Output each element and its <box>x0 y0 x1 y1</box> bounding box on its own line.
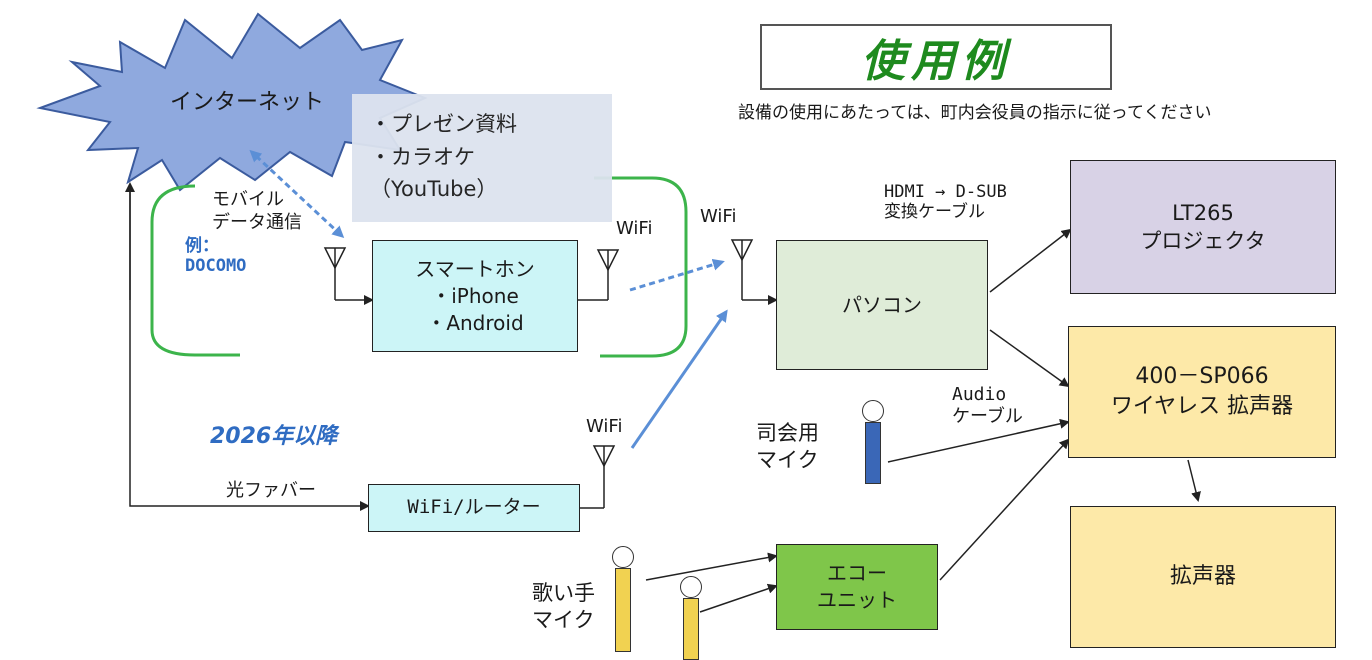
mobile-data-label-line-2: データ通信 <box>212 212 302 234</box>
smartphone-title: スマートホン <box>415 256 535 281</box>
carrier-example-line-1: 例： <box>185 236 219 256</box>
projector-model: LT265 <box>1172 200 1234 225</box>
singer-mic-label-line-2: マイク <box>532 608 595 633</box>
antenna-smartphone-in <box>323 247 347 300</box>
usage-note-line-1: ・プレゼン資料 <box>370 112 517 136</box>
mobile-data-label-line-1: モバイル <box>212 189 284 210</box>
singer-mic-label: 歌い手 マイク <box>532 580 595 635</box>
speaker-box: 拡声器 <box>1070 506 1336 648</box>
link-pc-to-wireless-speaker <box>989 329 1070 388</box>
link-singer1-to-echo <box>645 552 778 581</box>
antenna-pc <box>730 239 754 300</box>
wireless-speaker-model: 400－SP066 <box>1135 364 1269 390</box>
antenna-router <box>592 445 616 508</box>
projector-box: LT265 プロジェクタ <box>1070 160 1336 294</box>
singer-mic-label-line-1: 歌い手 <box>532 581 595 605</box>
link-wireless-to-speaker <box>1187 459 1201 502</box>
smartphone-item-iphone: ・iPhone <box>431 283 519 308</box>
router-box: WiFi/ルーター <box>368 484 580 532</box>
wifi-label-router: WiFi <box>586 416 623 437</box>
carrier-example-line-2: DOCOMO <box>185 256 247 277</box>
antenna-smartphone-out <box>596 249 620 300</box>
link-echo-to-speaker <box>939 438 1070 581</box>
hdmi-cable-label-line-1: HDMI → D-SUB <box>884 182 1007 202</box>
link-singer2-to-echo <box>699 583 778 613</box>
router-label: WiFi/ルーター <box>407 496 541 519</box>
fiber-label: 光ファバー <box>226 480 316 501</box>
smartphone-box: スマートホン ・iPhone ・Android <box>372 240 578 352</box>
echo-unit-line-2: ユニット <box>817 588 897 612</box>
smartphone-group-bracket-right <box>594 176 688 358</box>
carrier-example: 例： DOCOMO <box>185 236 246 277</box>
mobile-data-label: モバイル データ通信 <box>212 188 302 235</box>
page-title: 使用例 <box>861 36 1011 87</box>
smartphone-group-bracket-left <box>150 184 240 357</box>
pc-label: パソコン <box>842 292 922 317</box>
usage-note: ・プレゼン資料 ・カラオケ （YouTube） <box>352 94 612 222</box>
mc-mic-label-line-1: 司会用 <box>756 421 819 445</box>
echo-unit-box: エコー ユニット <box>776 544 938 630</box>
wifi-label-smartphone: WiFi <box>616 218 653 239</box>
audio-cable-label: Audio ケーブル <box>952 384 1023 427</box>
link-pc-to-projector <box>989 228 1072 293</box>
mc-mic-label-line-2: マイク <box>756 448 819 473</box>
title-box: 使用例 <box>760 24 1112 90</box>
smartphone-wifi-arrow <box>629 258 725 292</box>
wifi-label-pc: WiFi <box>700 206 737 227</box>
wireless-speaker-box: 400－SP066 ワイヤレス 拡声器 <box>1068 326 1336 458</box>
audio-cable-label-line-1: Audio <box>952 384 1007 405</box>
projector-label: プロジェクタ <box>1140 229 1266 253</box>
subtitle: 設備の使用にあたっては、町内会役員の指示に従ってください <box>738 103 1212 123</box>
pc-box: パソコン <box>776 240 988 370</box>
after-2026-label: 2026年以降 <box>210 424 338 449</box>
link-mc-mic-to-speaker <box>887 418 1070 463</box>
usage-note-line-3: （YouTube） <box>370 177 498 202</box>
mc-mic-label: 司会用 マイク <box>756 420 819 475</box>
router-wifi-arrow <box>630 309 728 449</box>
wireless-speaker-label: ワイヤレス 拡声器 <box>1110 394 1294 419</box>
hdmi-cable-label-line-2: 変換ケーブル <box>884 202 985 223</box>
audio-cable-label-line-2: ケーブル <box>952 405 1023 427</box>
internet-label: インターネット <box>170 90 325 115</box>
usage-note-line-2: ・カラオケ <box>370 144 475 169</box>
speaker-label: 拡声器 <box>1169 564 1236 590</box>
echo-unit-line-1: エコー <box>827 561 887 585</box>
smartphone-item-android: ・Android <box>426 310 524 335</box>
hdmi-cable-label: HDMI → D-SUB 変換ケーブル <box>884 182 1007 223</box>
